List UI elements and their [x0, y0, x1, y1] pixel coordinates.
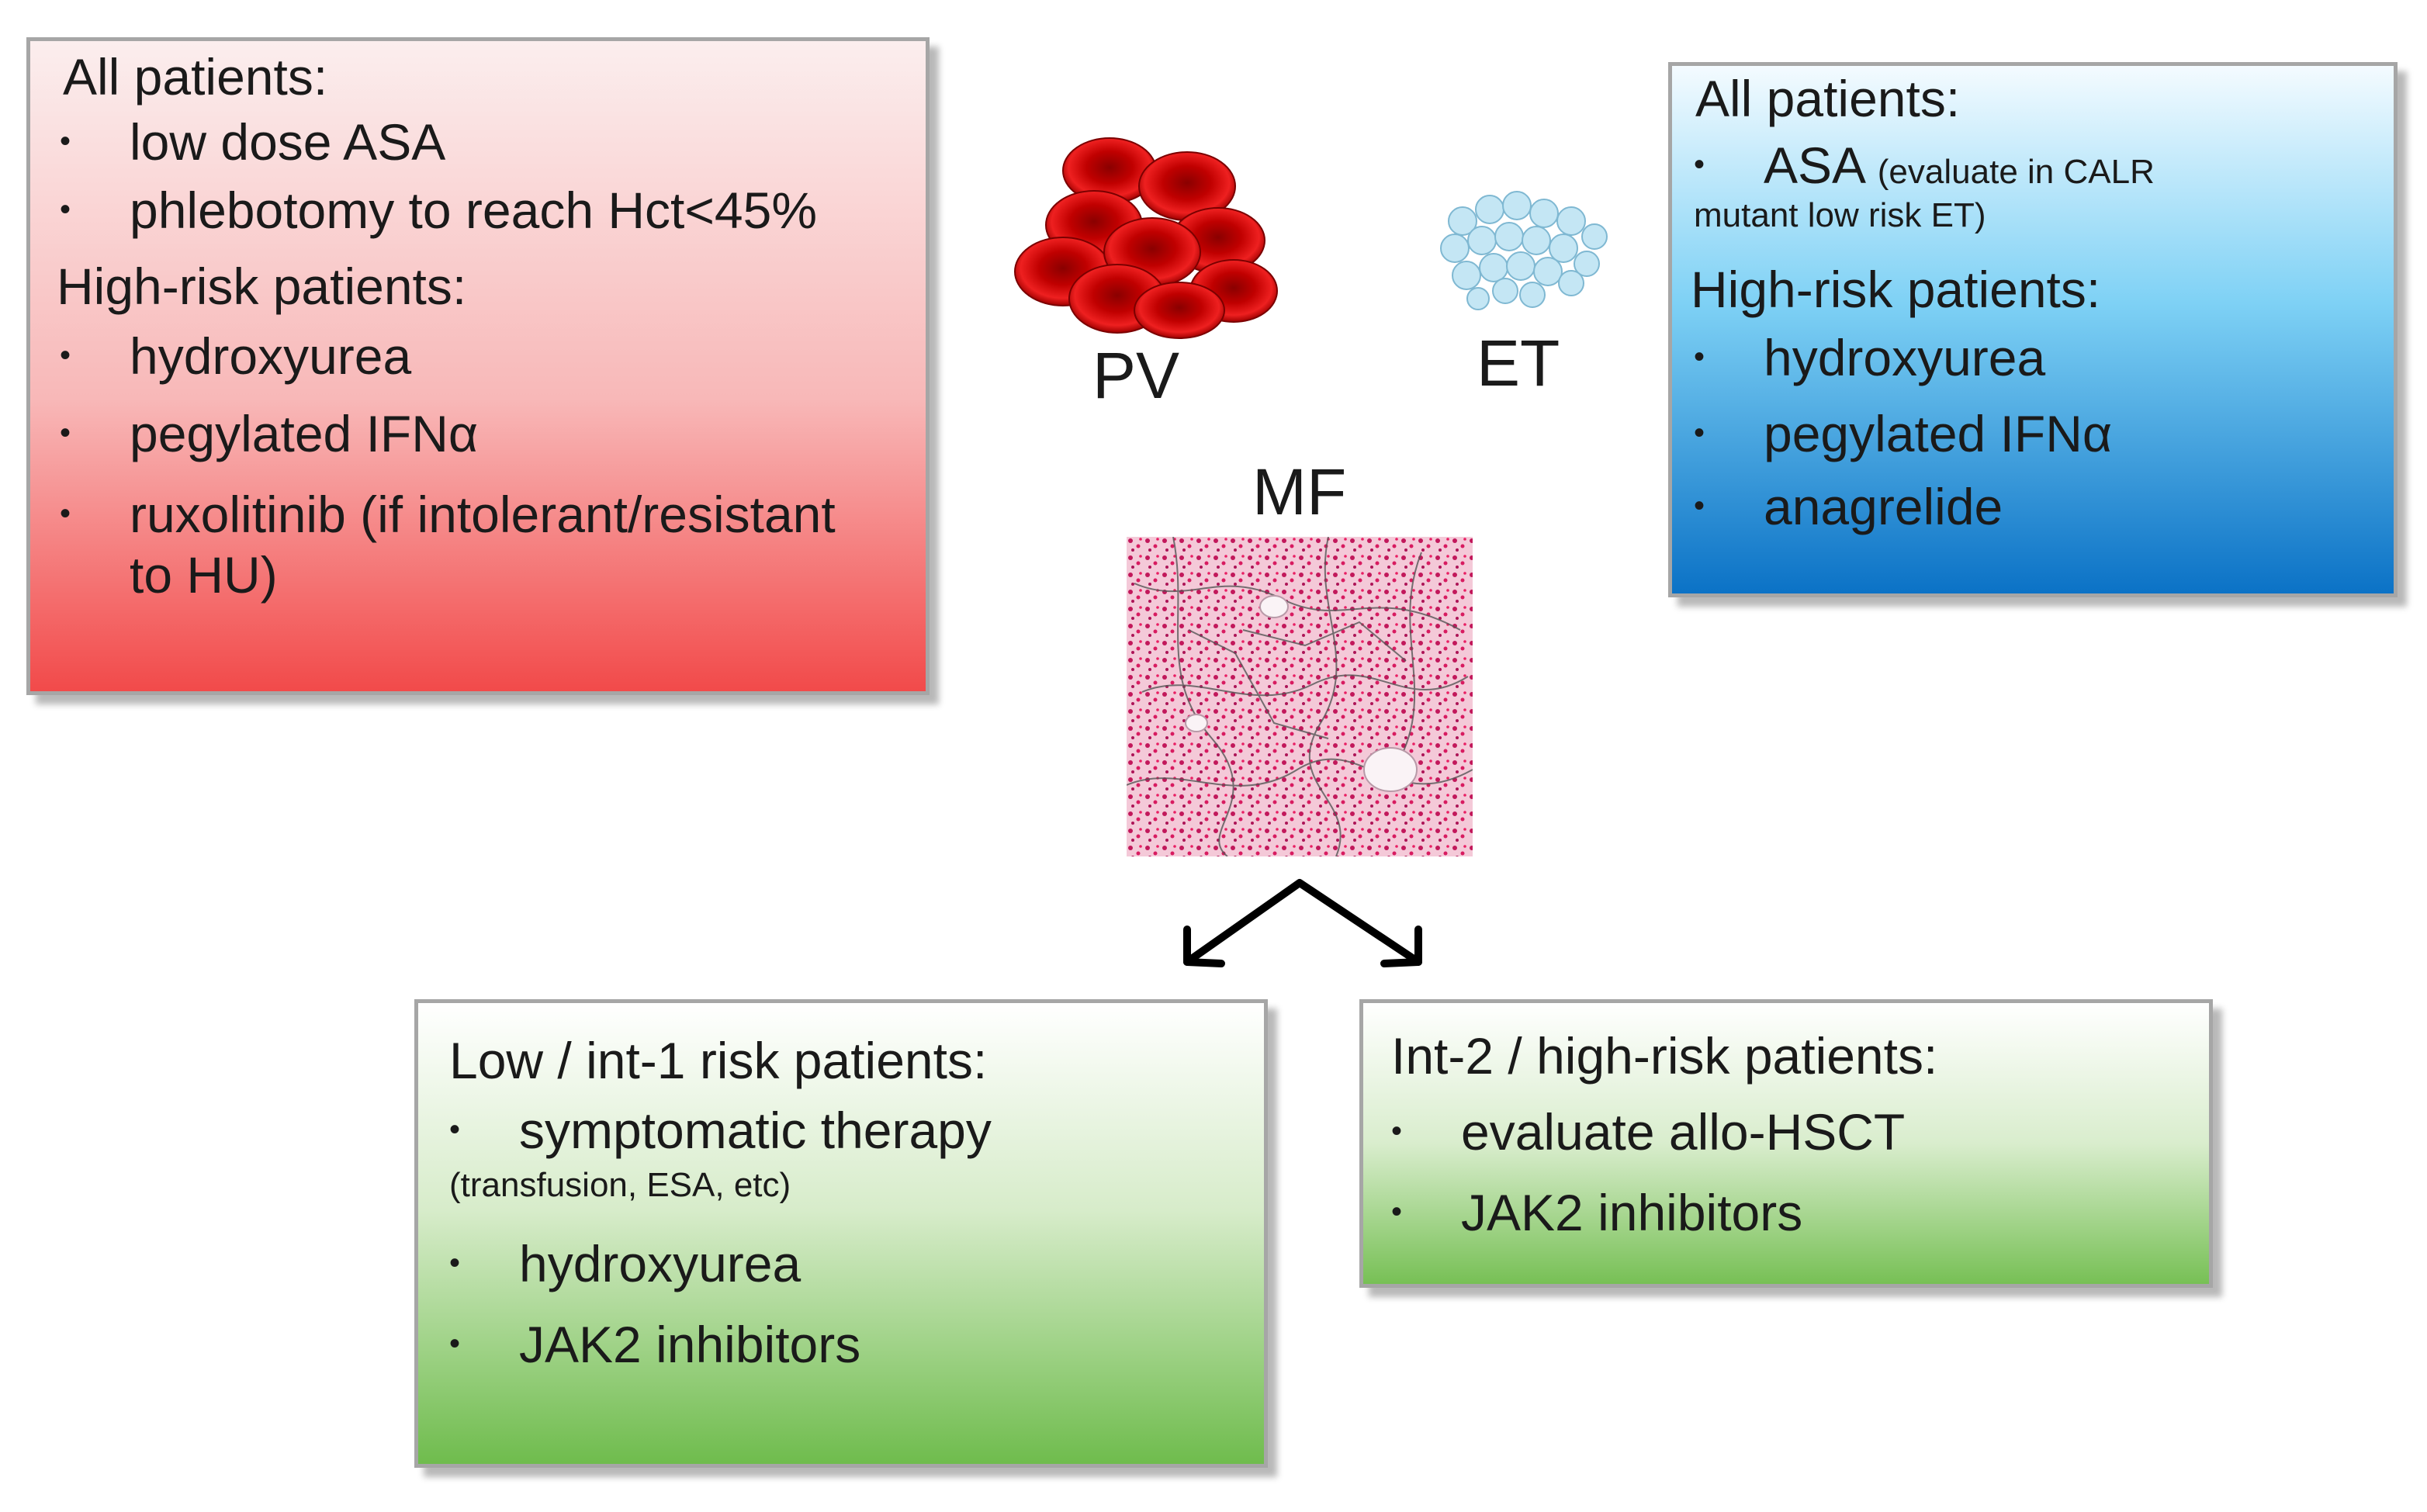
mf-low-risk-box: Low / int-1 risk patients: •symptomatic … [414, 999, 1268, 1468]
pv-label: PV [1092, 339, 1180, 412]
mf-high-risk-box: Int-2 / high-risk patients: •evaluate al… [1359, 999, 2213, 1288]
et-high-risk-header: High-risk patients: [1691, 261, 2101, 318]
platelets-icon [1440, 191, 1608, 310]
pv-item-ruxolitinib-cont: to HU) [130, 546, 278, 604]
mf-low-item-symptomatic: •symptomatic therapy [449, 1102, 992, 1159]
pv-all-patients-header: All patients: [63, 48, 328, 106]
et-item-hydroxyurea: •hydroxyurea [1694, 329, 2046, 386]
pv-item-ruxolitinib: •ruxolitinib (if intolerant/resistant [60, 486, 836, 543]
mf-label: MF [1252, 455, 1347, 528]
mf-high-item-jak2: •JAK2 inhibitors [1391, 1184, 1803, 1241]
pv-item-asa: •low dose ASA [60, 113, 446, 171]
pv-treatment-box: All patients: •low dose ASA •phlebotomy … [26, 37, 930, 695]
pv-item-hydroxyurea: •hydroxyurea [60, 327, 412, 385]
mf-low-risk-header: Low / int-1 risk patients: [449, 1032, 988, 1089]
et-all-patients-header: All patients: [1695, 70, 1961, 127]
et-item-ifn: •pegylated IFNα [1694, 405, 2113, 462]
red-blood-cells-icon [1014, 137, 1278, 339]
pv-high-risk-header: High-risk patients: [57, 258, 467, 315]
bone-marrow-histology-icon [1127, 537, 1473, 856]
et-treatment-box: All patients: •ASA (evaluate in CALR mut… [1668, 62, 2398, 597]
et-item-asa-note: mutant low risk ET) [1694, 196, 1986, 234]
branch-arrow-icon [1183, 879, 1422, 967]
mf-high-item-hsct: •evaluate allo-HSCT [1391, 1103, 1906, 1161]
et-item-anagrelide: •anagrelide [1694, 478, 2003, 535]
pv-item-phlebotomy: •phlebotomy to reach Hct<45% [60, 182, 818, 239]
mf-high-risk-header: Int-2 / high-risk patients: [1391, 1027, 1938, 1085]
et-label: ET [1477, 327, 1560, 400]
pv-item-ifn: •pegylated IFNα [60, 405, 479, 462]
mf-low-item-jak2: •JAK2 inhibitors [449, 1316, 861, 1373]
et-item-asa: •ASA (evaluate in CALR [1694, 137, 2155, 194]
mf-low-item-hydroxyurea: •hydroxyurea [449, 1235, 801, 1292]
mf-low-item-symptomatic-note: (transfusion, ESA, etc) [449, 1166, 791, 1204]
